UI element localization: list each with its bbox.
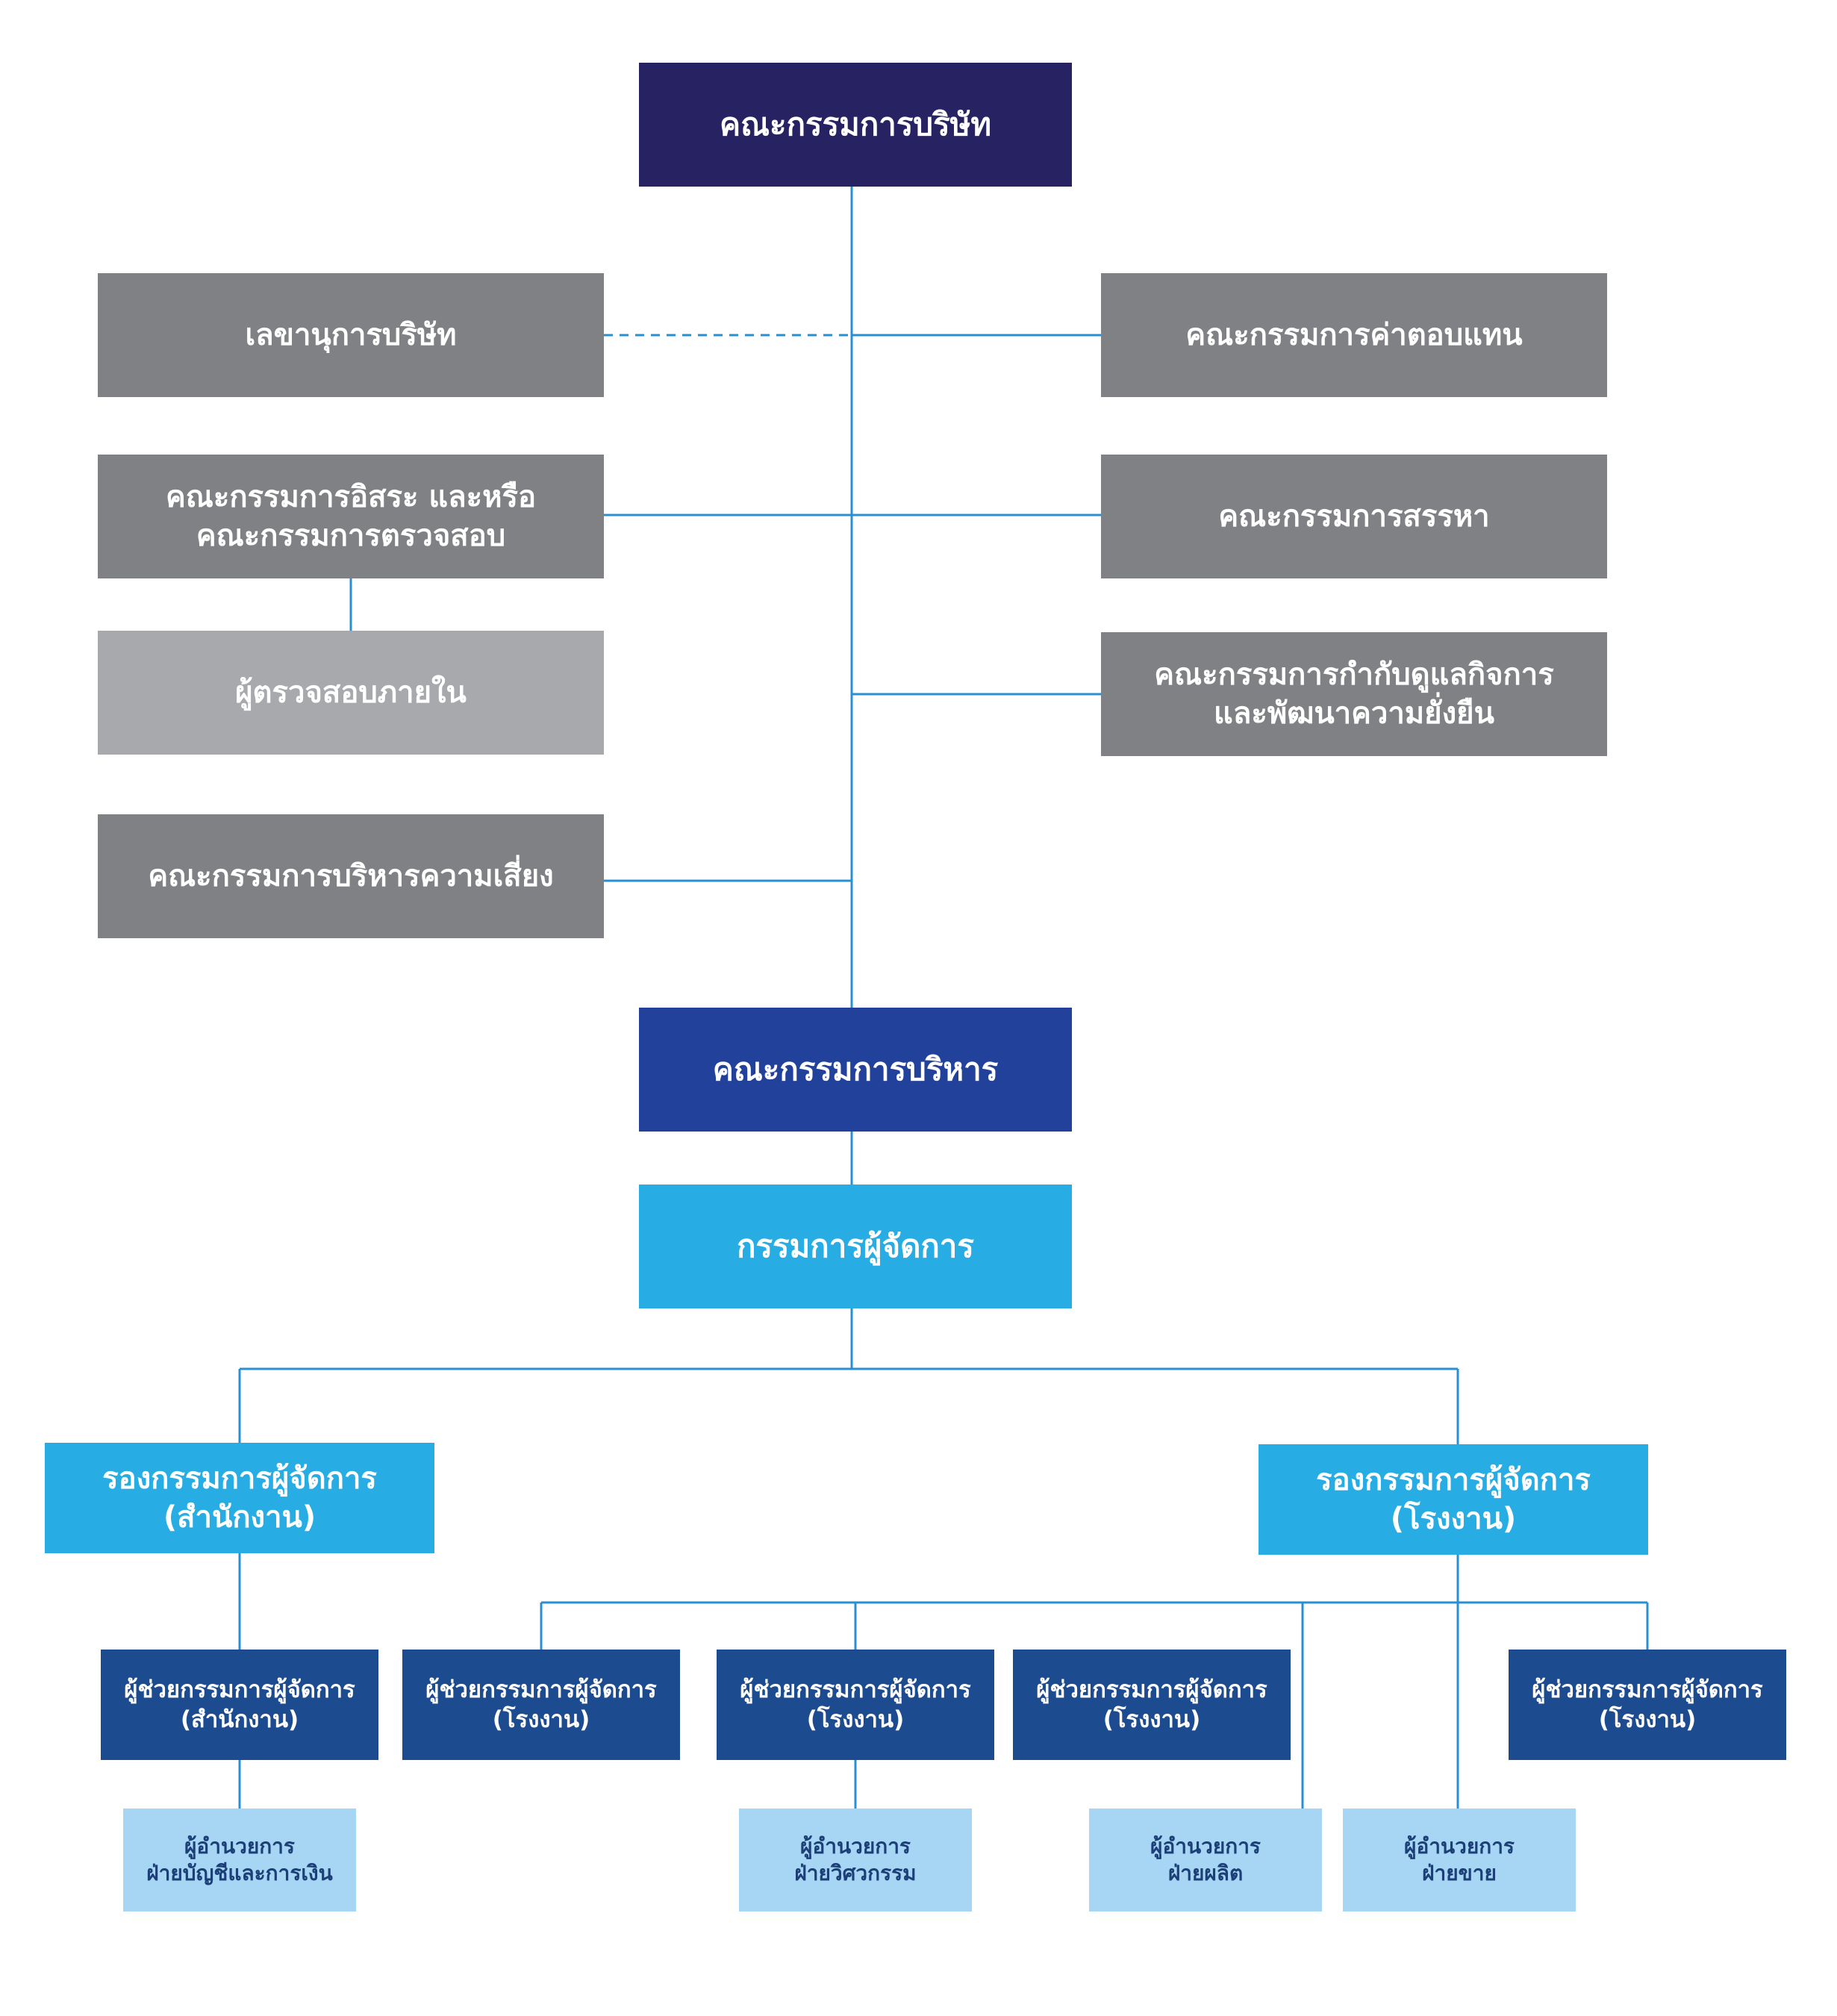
executive-committee-box: คณะกรรมการบริหาร bbox=[639, 1008, 1072, 1132]
assistant-md-office-box: ผู้ช่วยกรรมการผู้จัดการ (สำนักงาน) bbox=[101, 1650, 378, 1760]
internal-auditor-box: ผู้ตรวจสอบภายใน bbox=[98, 631, 604, 755]
director-production-box: ผู้อำนวยการ ฝ่ายผลิต bbox=[1089, 1809, 1322, 1912]
governance-sustainability-committee-box: คณะกรรมการกำกับดูแลกิจการ และพัฒนาความยั… bbox=[1101, 632, 1607, 756]
independent-audit-committee-box: คณะกรรมการอิสระ และหรือ คณะกรรมการตรวจสอ… bbox=[98, 455, 604, 578]
board-of-directors-box: คณะกรรมการบริษัท bbox=[639, 63, 1072, 187]
assistant-md-plant-box: ผู้ช่วยกรรมการผู้จัดการ (โรงงาน) bbox=[1509, 1650, 1786, 1760]
assistant-md-plant-box: ผู้ช่วยกรรมการผู้จัดการ (โรงงาน) bbox=[717, 1650, 994, 1760]
director-sales-box: ผู้อำนวยการ ฝ่ายขาย bbox=[1343, 1809, 1576, 1912]
director-engineering-box: ผู้อำนวยการ ฝ่ายวิศวกรรม bbox=[739, 1809, 972, 1912]
remuneration-committee-box: คณะกรรมการค่าตอบแทน bbox=[1101, 273, 1607, 397]
assistant-md-plant-box: ผู้ช่วยกรรมการผู้จัดการ (โรงงาน) bbox=[402, 1650, 680, 1760]
director-accounting-finance-box: ผู้อำนวยการ ฝ่ายบัญชีและการเงิน bbox=[123, 1809, 356, 1912]
company-secretary-box: เลขานุการบริษัท bbox=[98, 273, 604, 397]
nomination-committee-box: คณะกรรมการสรรหา bbox=[1101, 455, 1607, 578]
deputy-md-office-box: รองกรรมการผู้จัดการ (สำนักงาน) bbox=[45, 1443, 434, 1553]
deputy-md-plant-box: รองกรรมการผู้จัดการ (โรงงาน) bbox=[1259, 1444, 1648, 1555]
risk-management-committee-box: คณะกรรมการบริหารความเสี่ยง bbox=[98, 814, 604, 938]
managing-director-box: กรรมการผู้จัดการ bbox=[639, 1185, 1072, 1308]
assistant-md-plant-box: ผู้ช่วยกรรมการผู้จัดการ (โรงงาน) bbox=[1013, 1650, 1291, 1760]
